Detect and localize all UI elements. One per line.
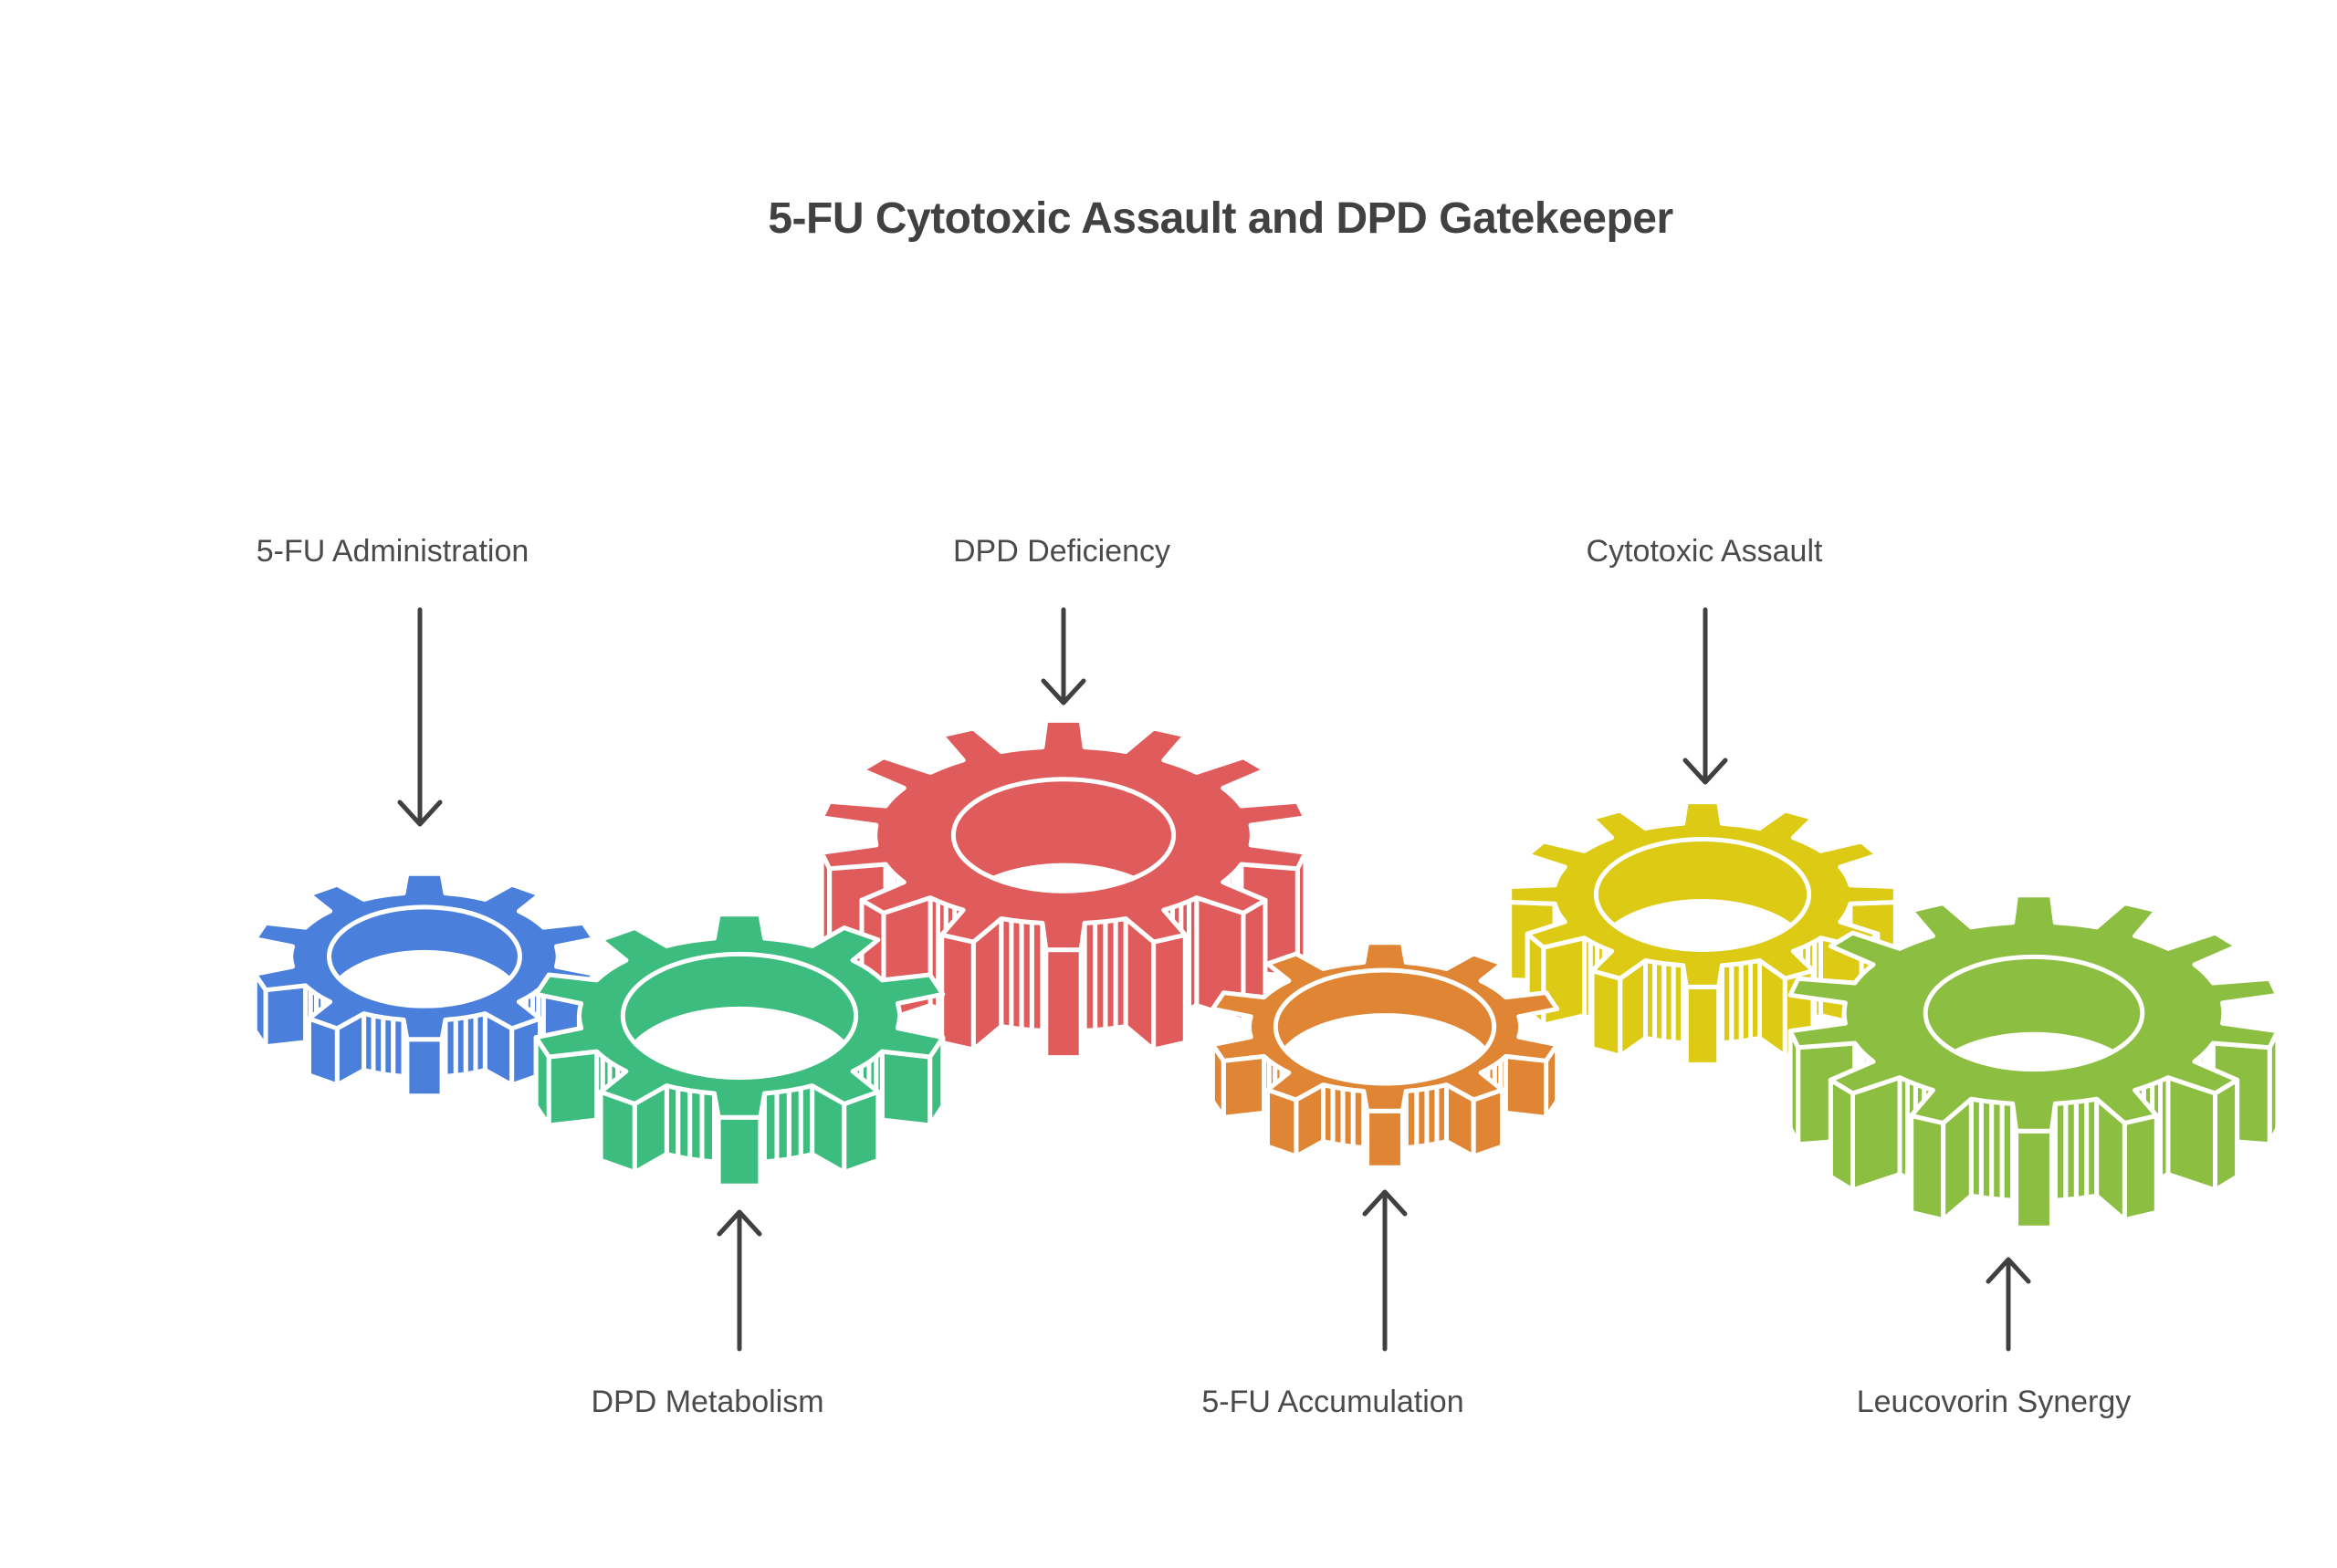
gear-cytotoxic-assault <box>1507 800 1898 1067</box>
arrow-up-leucovorin-synergy <box>1986 1257 2031 1352</box>
gear-5-fu-administration <box>252 871 597 1099</box>
gear-face <box>2014 1128 2054 1230</box>
gear-face <box>1909 1113 1946 1222</box>
gear-face <box>1850 1075 1902 1193</box>
gear-face <box>1221 1053 1267 1120</box>
gear-hole-opening <box>623 1006 856 1078</box>
label-dpd-metabolism: DPD Metabolism <box>591 1385 824 1419</box>
arrow-up-5-fu-accumulation <box>1362 1189 1408 1352</box>
gear-face <box>1503 1053 1549 1120</box>
page-title: 5-FU Cytotoxic Assault and DPD Gatekeepe… <box>768 194 1673 243</box>
arrow-up-dpd-metabolism <box>717 1209 762 1352</box>
gear-leucovorin-synergy <box>1787 893 2280 1230</box>
gear-5-fu-accumulation <box>1210 940 1560 1170</box>
gear-face <box>404 1037 445 1099</box>
arrow-down-cytotoxic-assault <box>1682 607 1728 785</box>
gear-face <box>939 932 976 1052</box>
gear-face <box>1683 984 1722 1067</box>
gear-face <box>1151 932 1188 1052</box>
gear-face <box>1828 1077 1855 1193</box>
gear-face <box>2213 1077 2240 1193</box>
gear-hole-opening <box>1596 899 1809 950</box>
gear-face <box>2165 1075 2217 1193</box>
label-dpd-deficiency: DPD Deficiency <box>952 534 1171 569</box>
arrow-down-5-fu-administration <box>397 607 443 827</box>
gear-face <box>263 983 309 1050</box>
gear-dpd-metabolism <box>533 912 946 1188</box>
gear-hole-opening <box>953 862 1174 892</box>
gear-face <box>1365 1108 1405 1170</box>
gear-face <box>879 1049 933 1128</box>
gear-face <box>1589 968 1623 1059</box>
arrows-layer <box>397 607 2031 1352</box>
label-5-fu-accumulation: 5-FU Accumulation <box>1201 1385 1464 1419</box>
gear-dpd-deficiency <box>819 717 1308 1061</box>
gear-hole-opening <box>329 949 520 1007</box>
label-5-fu-administration: 5-FU Administration <box>256 534 529 569</box>
gears-layer <box>252 717 2280 1230</box>
label-leucovorin-synergy: Leucovorin Synergy <box>1856 1385 2132 1419</box>
arrow-down-dpd-deficiency <box>1041 607 1086 706</box>
gear-hole-opening <box>1275 1013 1494 1084</box>
gear-face <box>546 1049 600 1128</box>
gear-face <box>2122 1113 2159 1222</box>
gear-face <box>716 1114 763 1188</box>
label-cytotoxic-assault: Cytotoxic Assault <box>1586 534 1823 569</box>
gear-face <box>1043 947 1084 1061</box>
